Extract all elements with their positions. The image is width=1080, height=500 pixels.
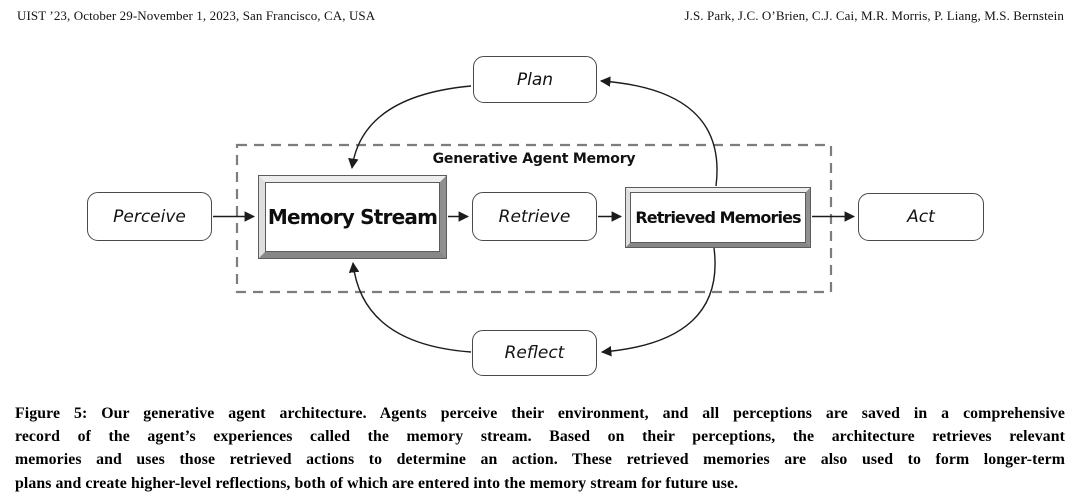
node-act: Act	[858, 193, 984, 241]
memory-region-label: Generative Agent Memory	[432, 151, 636, 167]
node-retrieve: Retrieve	[472, 192, 597, 241]
bevel-frame	[626, 188, 810, 247]
arrow-plan-to-memory-stream	[348, 85, 472, 170]
caption-line: Figure 5: Our generative agent architect…	[15, 405, 1065, 422]
node-reflect: Reflect	[472, 330, 597, 376]
arrow-reflect-to-memory-stream	[348, 261, 472, 353]
node-memory-stream: Memory Stream	[258, 175, 447, 259]
caption-line: record of the agent’s experiences called…	[15, 428, 1065, 446]
memory-stream-label: Memory Stream	[265, 182, 440, 252]
arrow-retrieved-memories-to-reflect	[600, 247, 716, 357]
node-perceive: Perceive	[87, 192, 212, 241]
caption-line: plans and create higher-level reflection…	[15, 474, 739, 492]
bevel-frame	[259, 176, 446, 258]
node-retrieved-memories: Retrieved Memories	[625, 187, 811, 248]
memory-boundary-dashed-box	[235, 143, 833, 294]
caption-line: memories and uses those retrieved action…	[15, 451, 1065, 469]
retrieved-memories-label: Retrieved Memories	[630, 192, 806, 243]
running-header-conference: UIST ’23, October 29-November 1, 2023, S…	[17, 8, 376, 23]
node-plan: Plan	[473, 56, 597, 103]
running-header-authors: J.S. Park, J.C. O’Brien, C.J. Cai, M.R. …	[684, 8, 1064, 23]
arrow-retrieved-memories-to-plan	[599, 76, 718, 187]
figure-caption: Figure 5: Our generative agent architect…	[15, 402, 1065, 495]
